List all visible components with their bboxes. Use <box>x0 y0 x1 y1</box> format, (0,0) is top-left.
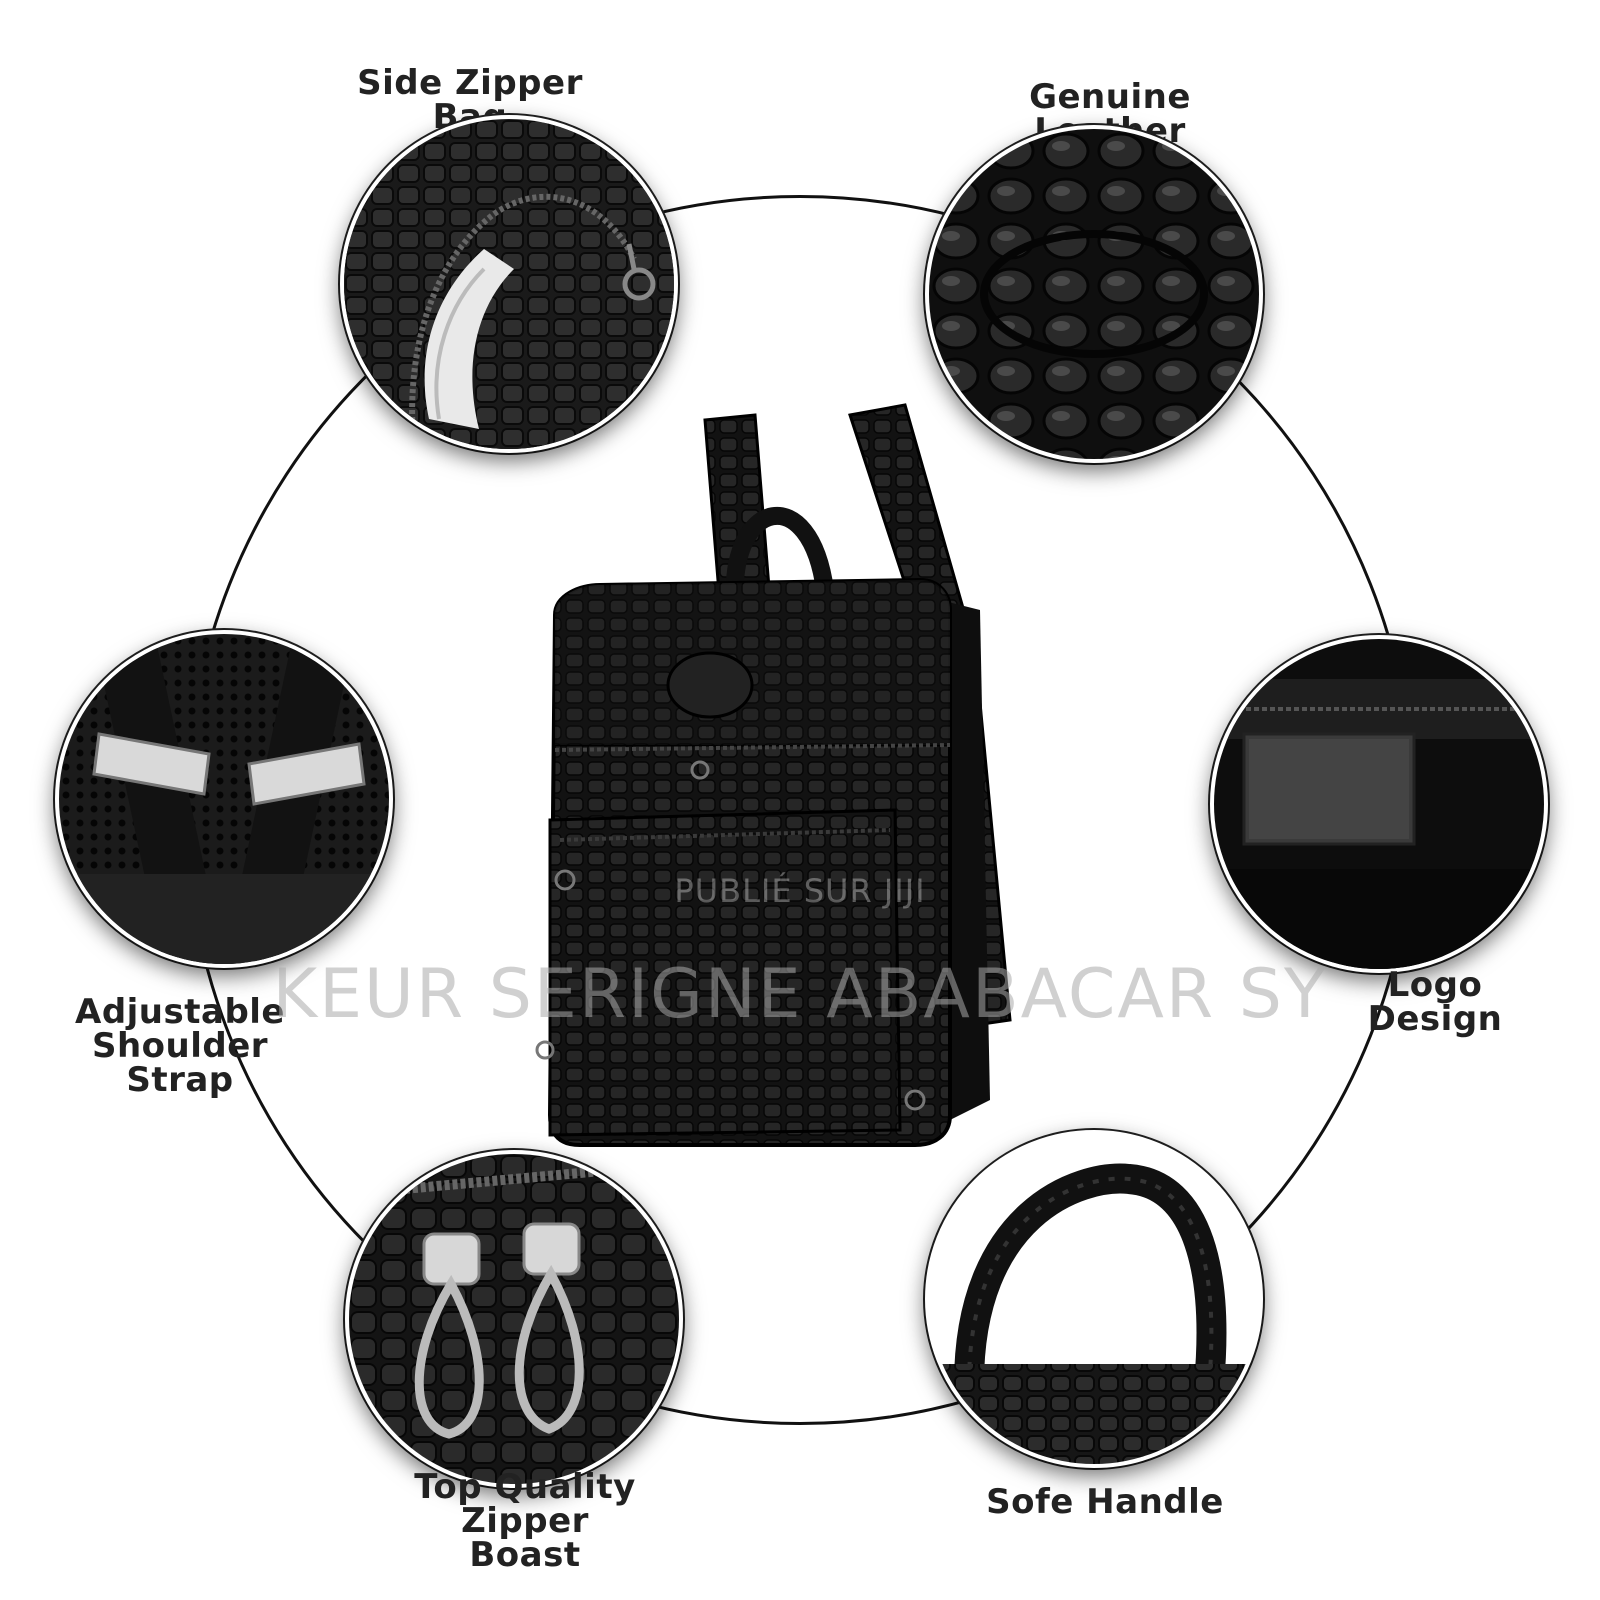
label-top-quality-zipper: Top Quality Zipper Boast <box>400 1470 650 1572</box>
shoulder-strap-detail-image <box>55 630 393 968</box>
watermark-large: KEUR SERIGNE ABABACAR SY <box>272 955 1328 1034</box>
logo-design-detail-image <box>1210 635 1548 973</box>
zipper-pull-detail-image <box>345 1150 683 1488</box>
handle-detail-image <box>925 1130 1263 1468</box>
label-adjustable-strap: Adjustable Shoulder Strap <box>45 995 315 1097</box>
label-sofe-handle: Sofe Handle <box>986 1482 1224 1522</box>
watermark-small: PUBLIÉ SUR JIJI <box>674 872 926 910</box>
side-zipper-detail-image <box>340 115 678 453</box>
label-adjustable-strap-line1: Adjustable <box>75 992 285 1032</box>
label-top-quality-line2: Zipper Boast <box>461 1501 589 1575</box>
backpack-main-image <box>520 400 1060 1180</box>
label-logo-design-line1: Logo <box>1387 965 1483 1005</box>
genuine-leather-detail-image <box>925 125 1263 463</box>
label-adjustable-strap-line2: Shoulder Strap <box>91 1026 269 1100</box>
label-top-quality-line1: Top Quality <box>414 1467 636 1507</box>
label-logo-design-line2: Design <box>1367 999 1503 1039</box>
label-logo-design: Logo Design <box>1350 968 1520 1036</box>
